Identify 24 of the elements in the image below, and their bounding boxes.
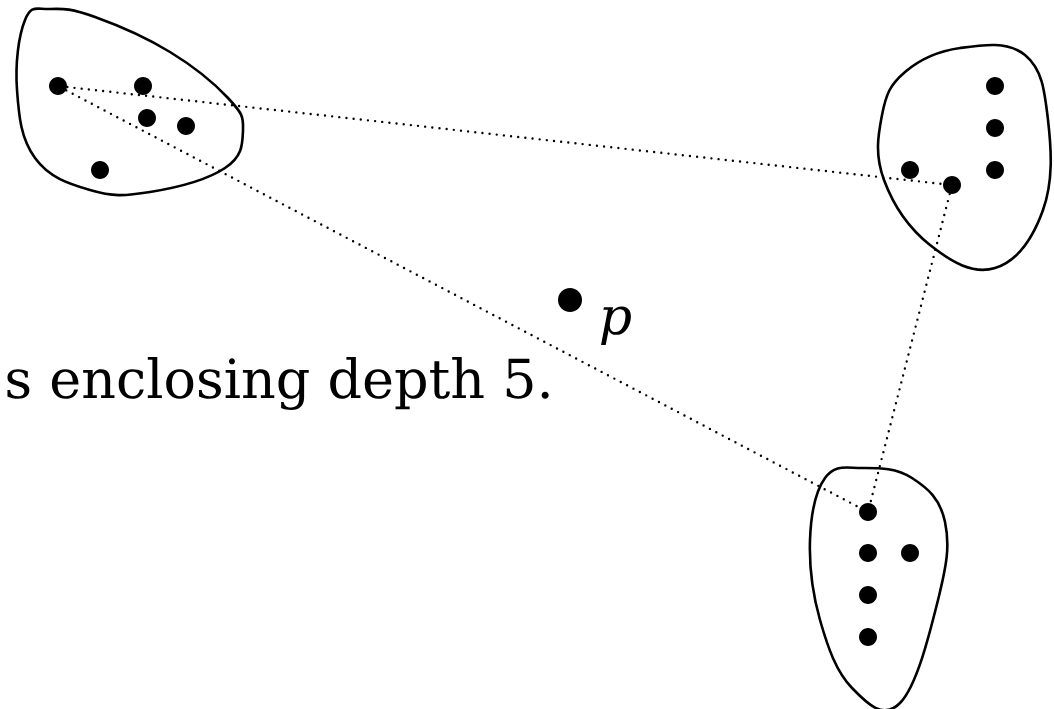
point-dot [859, 586, 877, 604]
point-dot [986, 119, 1004, 137]
point-dot [49, 77, 67, 95]
cluster-outline [15, 7, 245, 197]
caption-text: s enclosing depth 5. [7, 357, 549, 410]
point-dot [901, 161, 919, 179]
point-dot [859, 544, 877, 562]
point-dot [138, 109, 156, 127]
point-dot [986, 161, 1004, 179]
dotted-line [65, 89, 861, 509]
point-label: p [601, 306, 631, 345]
point-dot [901, 544, 919, 562]
point-dot [859, 503, 877, 521]
dotted-line [66, 85, 944, 186]
point-dot [859, 628, 877, 646]
dotted-line [869, 192, 951, 505]
point-dot [134, 77, 152, 95]
point-dot [177, 117, 195, 135]
point-dot [986, 77, 1004, 95]
point-dot [943, 176, 961, 194]
cluster-outline [876, 43, 1053, 272]
point-dot [558, 288, 582, 312]
cluster-outline [808, 466, 949, 709]
point-dot [91, 161, 109, 179]
